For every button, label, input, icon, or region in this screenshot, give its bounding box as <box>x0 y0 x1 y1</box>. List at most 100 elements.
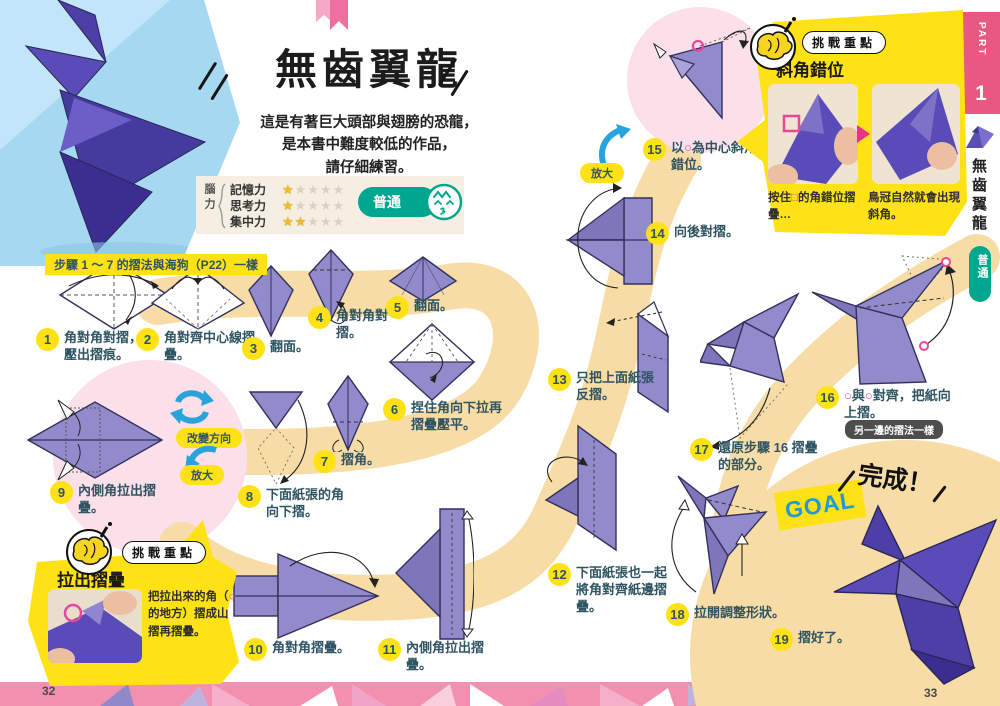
brace-icon <box>218 183 226 229</box>
ability-rows: 記憶力 ★★★★★ 思考力 ★★★★★ 集中力 ★★★★★ <box>230 182 345 230</box>
diagram-step-1 <box>55 258 173 337</box>
intro-description: 這是有著巨大頭部與翅膀的恐龍， 是本書中難度較低的作品， 請仔細練習。 <box>230 112 508 179</box>
ability-name: 思考力 <box>230 199 267 213</box>
challenge-title: 拉出摺疊 <box>57 571 125 590</box>
step-9: 9 內側角拉出摺疊。 <box>50 481 156 517</box>
diagram-step-8 <box>240 384 316 493</box>
challenge-photo-after <box>872 84 960 184</box>
ability-name: 集中力 <box>230 215 267 229</box>
diagram-step-18 <box>668 472 772 607</box>
step-10: 10 角對角摺疊。 <box>244 638 367 661</box>
step-number: 15 <box>643 138 666 161</box>
step-text: 摺好了。 <box>798 630 851 645</box>
goal-text: GOAL <box>783 486 857 523</box>
step-text: 下面紙張也一起將角對齊紙邊摺疊。 <box>576 565 668 614</box>
sidebar-title: 無齒翼龍 <box>970 158 987 234</box>
step-number: 17 <box>690 438 713 461</box>
crane-icon <box>966 126 994 148</box>
challenge-header: 挑戰重點 <box>122 541 207 564</box>
step-16: 16 ○與○對齊，把紙向上摺。 <box>816 386 959 422</box>
page-title: 無齒翼龍 <box>274 46 463 93</box>
step-text: 捏住角向下拉再摺疊壓平。 <box>411 400 503 432</box>
step-11: 11 內側角拉出摺疊。 <box>378 638 484 674</box>
challenge-caption-right: 鳥冠自然就會出現斜角。 <box>868 192 960 222</box>
step-number: 16 <box>816 386 839 409</box>
desc-line-2: 是本書中難度較低的作品， <box>282 137 456 154</box>
sidebar-level-text: 普通 <box>976 254 988 280</box>
step-4: 4 角對角對摺。 <box>308 306 388 342</box>
part-number: 1 <box>975 82 987 105</box>
step-text: 下面紙張的角向下摺。 <box>266 487 345 519</box>
step-text: 內側角拉出摺疊。 <box>78 483 157 515</box>
diagram-step-13 <box>596 292 688 425</box>
step-number: 14 <box>646 222 669 245</box>
step-number: 9 <box>50 481 73 504</box>
step-number: 18 <box>666 603 689 626</box>
diagram-step-9 <box>22 396 168 489</box>
diagram-step-3 <box>243 264 299 343</box>
step-number: 19 <box>770 628 793 651</box>
step-number: 4 <box>308 306 331 329</box>
step-text: 拉開調整形狀。 <box>694 605 786 620</box>
step-18: 18 拉開調整形狀。 <box>666 603 794 626</box>
step-8: 8 下面紙張的角向下摺。 <box>238 485 346 521</box>
step-number: 5 <box>386 296 409 319</box>
step-number: 7 <box>313 450 336 473</box>
diagram-step-11 <box>386 505 475 648</box>
diagram-step-10 <box>228 548 384 649</box>
level-badge: 普通 <box>358 187 437 217</box>
step-number: 11 <box>378 638 401 661</box>
step-text: 翻面。 <box>270 339 310 354</box>
change-direction-label: 改變方向 <box>176 428 242 448</box>
challenge-caption: 把拉出來的角（○的地方）摺成山摺再摺疊。 <box>148 591 236 638</box>
face-icon <box>425 183 463 221</box>
zoom-in-label: 放大 <box>180 465 224 485</box>
step-15: 15 以○為中心斜角錯位。 <box>643 138 759 174</box>
diagram-step-5 <box>386 255 460 308</box>
arrow-up-icon <box>599 124 631 167</box>
ability-stars: ★★★★★ <box>282 198 346 213</box>
desc-line-1: 這是有著巨大頭部與翅膀的恐龍， <box>260 115 478 131</box>
diagram-step-19 <box>826 500 1000 690</box>
diagram-step-15 <box>642 20 758 137</box>
challenge-header: 挑戰重點 <box>802 31 887 54</box>
step-text: 角對角摺疊。 <box>272 640 351 655</box>
diagram-step-6 <box>386 322 478 407</box>
step-text: 向後對摺。 <box>674 224 740 239</box>
zoom-in-label-2: 放大 <box>580 163 624 183</box>
challenge-photo-before <box>768 84 858 184</box>
step-text: 摺角。 <box>341 452 381 467</box>
step-text: 角對角對摺。 <box>336 308 389 340</box>
step-19: 19 摺好了。 <box>770 628 860 651</box>
step-2: 2 角對齊中心線摺疊。 <box>136 328 256 364</box>
step-text: 翻面。 <box>414 298 454 313</box>
ability-group-label: 腦力 <box>203 183 215 213</box>
challenge-caption-left: 按住□的角錯位摺疊… <box>768 192 856 222</box>
step-text: 內側角拉出摺疊。 <box>406 640 485 672</box>
ability-row: 記憶力 ★★★★★ <box>230 182 345 197</box>
step-number: 8 <box>238 485 261 508</box>
desc-line-3: 請仔細練習。 <box>325 159 413 176</box>
step-13: 13 只把上面紙張反摺。 <box>548 368 661 404</box>
step-number: 1 <box>36 328 59 351</box>
diagram-step-17 <box>698 288 810 458</box>
step-7: 7 摺角。 <box>313 450 389 473</box>
step-3: 3 翻面。 <box>242 337 318 360</box>
ability-stars: ★★★★★ <box>282 182 346 197</box>
diagram-step-7 <box>312 374 384 457</box>
step-number: 13 <box>548 368 571 391</box>
sidebar-level-badge: 普通 <box>969 246 991 302</box>
bookmark-ribbon <box>316 0 348 30</box>
ability-stars: ★★★★★ <box>282 214 346 229</box>
step-number: 12 <box>548 563 571 586</box>
step-text: 角對角對摺，壓出摺痕。 <box>64 330 143 362</box>
step-number: 10 <box>244 638 267 661</box>
brain-icon <box>66 522 112 575</box>
step-text: 角對齊中心線摺疊。 <box>164 330 256 362</box>
diagram-step-16 <box>798 252 960 395</box>
steps-note: 步驟 1 ～ 7 的摺法與海狗（P22）一樣 <box>45 254 268 275</box>
step-17: 17 還原步驟 16 摺疊的部分。 <box>690 438 830 474</box>
diagram-step-4 <box>300 248 362 341</box>
other-side-note: 另一邊的摺法一樣 <box>845 420 943 439</box>
